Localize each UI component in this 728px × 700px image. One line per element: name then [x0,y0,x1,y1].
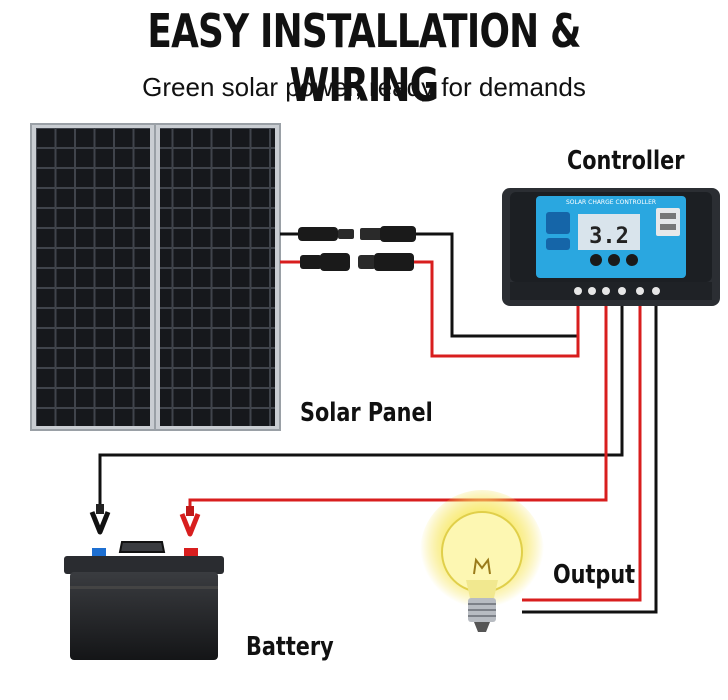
battery-label: Battery [246,632,334,662]
solar-panel-right [154,123,281,431]
battery-positive-wire [188,292,608,510]
page-title: EASY INSTALLATION & WIRING [147,4,581,112]
controller-label: Controller [567,146,685,176]
solar-panel-left [30,123,156,431]
controller-screen-reading: 3.2 [589,224,629,249]
positive-clamp [179,506,201,537]
controller-screen-header: SOLAR CHARGE CONTROLLER [566,199,656,206]
panel-positive-wire [414,260,580,358]
output-label: Output [553,560,636,590]
battery-negative-wire [98,292,624,508]
mc4-connector-black [280,226,416,242]
battery [64,541,224,660]
solar-panel-label: Solar Panel [300,398,433,428]
output-positive-wire [522,292,642,602]
light-bulb [420,490,544,632]
charge-controller: SOLAR CHARGE CONTROLLER 3.2 [502,188,720,306]
negative-clamp [89,504,111,535]
mc4-connector-red [280,253,414,271]
output-negative-wire [522,292,658,614]
page-subtitle: Green solar power, ready for demands [142,72,586,102]
